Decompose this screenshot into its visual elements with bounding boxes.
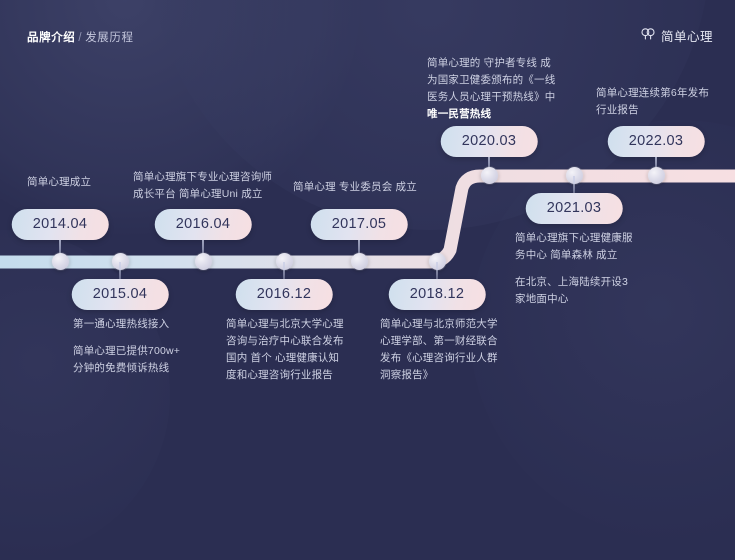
milestone-stem bbox=[283, 262, 285, 281]
milestone-dot[interactable] bbox=[647, 167, 665, 184]
milestone-date-pill[interactable]: 2017.05 bbox=[310, 209, 408, 240]
milestone-caption: 简单心理成立 bbox=[27, 174, 177, 191]
milestone-date-pill[interactable]: 2016.12 bbox=[235, 279, 333, 310]
milestone-dot[interactable] bbox=[480, 167, 498, 184]
caption-line: 简单心理与北京师范大学 心理学部、第一财经联合 发布《心理咨询行业人群 洞察报告… bbox=[380, 318, 498, 381]
caption-line: 简单心理的 守护者专线 成 为国家卫健委颁布的《一线 医务人员心理干预热线》中唯… bbox=[427, 55, 582, 123]
milestone-stem bbox=[119, 262, 121, 281]
breadcrumb: 品牌介绍/发展历程 bbox=[27, 29, 134, 45]
milestone-caption: 第一通心理热线接入 简单心理已提供700w+ 分钟的免费倾诉热线 bbox=[73, 316, 238, 377]
breadcrumb-separator: / bbox=[78, 32, 83, 44]
breadcrumb-item-brand[interactable]: 品牌介绍 bbox=[27, 32, 76, 44]
milestone-dot[interactable] bbox=[350, 253, 368, 270]
caption-line: 简单心理旗下专业心理咨询师 成长平台 简单心理Uni 成立 bbox=[133, 171, 273, 200]
caption-line: 简单心理旗下心理健康服 务中心 简单森林 成立 bbox=[515, 232, 633, 261]
milestone-stem bbox=[488, 157, 490, 176]
milestone-caption: 简单心理旗下心理健康服 务中心 简单森林 成立 在北京、上海陆续开设3 家地面中… bbox=[515, 230, 670, 308]
milestone-caption: 简单心理 专业委员会 成立 bbox=[293, 179, 463, 196]
milestone-stem bbox=[202, 240, 204, 262]
milestone-dot[interactable] bbox=[194, 253, 212, 270]
milestone-stem bbox=[436, 262, 438, 281]
milestone-dot[interactable] bbox=[111, 253, 129, 270]
milestone-dot[interactable] bbox=[428, 253, 446, 270]
milestone-dot[interactable] bbox=[275, 253, 293, 270]
caption-line: 简单心理成立 bbox=[27, 176, 92, 188]
caption-line: 在北京、上海陆续开设3 家地面中心 bbox=[515, 276, 629, 305]
brand-logo: 简单心理 bbox=[641, 26, 713, 45]
page-header: 品牌介绍/发展历程 简单心理 bbox=[0, 0, 735, 60]
milestone-date-pill[interactable]: 2018.12 bbox=[388, 279, 486, 310]
milestone-date-pill[interactable]: 2021.03 bbox=[525, 193, 623, 224]
caption-line: 简单心理已提供700w+ 分钟的免费倾诉热线 bbox=[73, 345, 181, 374]
milestone-stem bbox=[59, 240, 61, 262]
milestone-date-pill[interactable]: 2016.04 bbox=[154, 209, 252, 240]
milestone-date-pill[interactable]: 2020.03 bbox=[440, 126, 538, 157]
caption-line: 简单心理与北京大学心理 咨询与治疗中心联合发布 国内 首个 心理健康认知 度和心… bbox=[226, 318, 344, 381]
milestone-stem bbox=[358, 240, 360, 262]
caption-highlight: 唯一民营热线 bbox=[427, 108, 492, 120]
breadcrumb-item-history[interactable]: 发展历程 bbox=[85, 32, 134, 44]
brand-name-label: 简单心理 bbox=[660, 30, 713, 44]
caption-line: 第一通心理热线接入 bbox=[73, 318, 170, 330]
milestone-caption: 简单心理连续第6年发布 行业报告 bbox=[596, 85, 735, 119]
caption-line: 简单心理 专业委员会 成立 bbox=[293, 181, 417, 193]
milestone-date-pill[interactable]: 2015.04 bbox=[71, 279, 169, 310]
milestone-stem bbox=[655, 157, 657, 176]
milestone-stem bbox=[573, 176, 575, 195]
milestone-caption: 简单心理与北京师范大学 心理学部、第一财经联合 发布《心理咨询行业人群 洞察报告… bbox=[380, 316, 530, 384]
caption-line: 简单心理连续第6年发布 行业报告 bbox=[596, 87, 710, 116]
milestone-caption: 简单心理旗下专业心理咨询师 成长平台 简单心理Uni 成立 bbox=[133, 169, 308, 203]
milestone-date-pill[interactable]: 2014.04 bbox=[11, 209, 109, 240]
milestone-dot[interactable] bbox=[51, 253, 69, 270]
milestone-date-pill[interactable]: 2022.03 bbox=[607, 126, 705, 157]
simple-psychology-logo-icon bbox=[641, 27, 656, 45]
caption-text: 简单心理的 守护者专线 成 为国家卫健委颁布的《一线 医务人员心理干预热线》中 bbox=[427, 57, 556, 103]
milestone-dot[interactable] bbox=[565, 167, 583, 184]
milestone-caption: 简单心理的 守护者专线 成 为国家卫健委颁布的《一线 医务人员心理干预热线》中唯… bbox=[427, 55, 582, 123]
milestone-caption: 简单心理与北京大学心理 咨询与治疗中心联合发布 国内 首个 心理健康认知 度和心… bbox=[226, 316, 376, 384]
